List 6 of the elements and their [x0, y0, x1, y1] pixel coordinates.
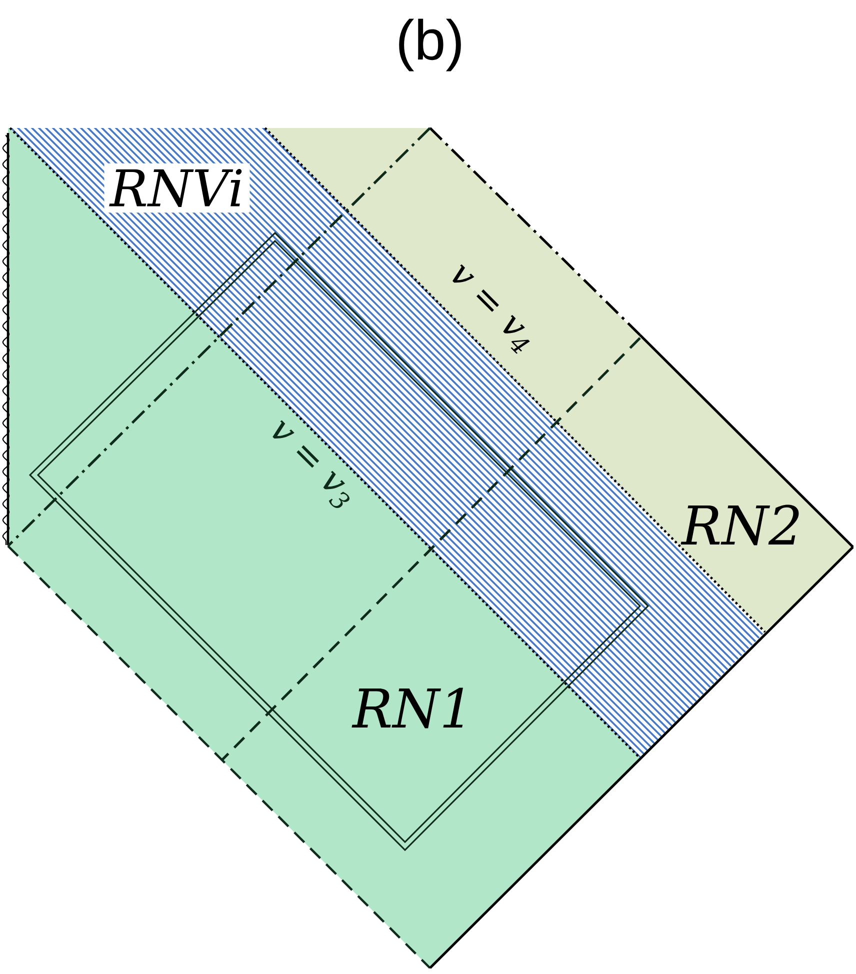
region-label: RN2 [680, 504, 799, 546]
line-label: v = v$_{3}$ [272, 420, 350, 508]
line-label: v = v$_{4}$ [452, 264, 530, 354]
title: (b) [399, 18, 461, 72]
region-label: RN1 [352, 688, 463, 728]
region-label: RNVi [104, 163, 250, 213]
